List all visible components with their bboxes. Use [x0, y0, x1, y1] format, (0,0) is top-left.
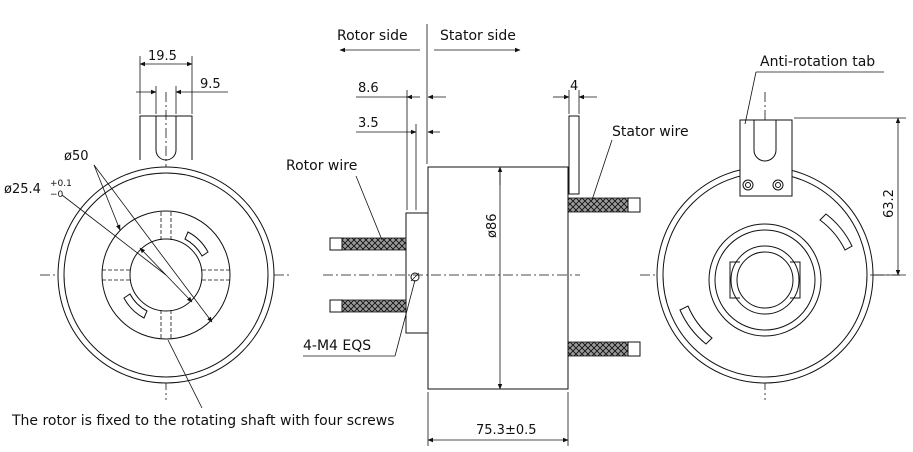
label-screws: 4-M4 EQS	[303, 338, 371, 354]
front-tab	[139, 115, 193, 161]
stator-wires	[567, 197, 641, 357]
label-stator-wire: Stator wire	[612, 124, 689, 140]
dim-rotor-offset: 3.5	[358, 116, 379, 131]
back-tab	[739, 119, 793, 197]
back-outer-ring	[656, 166, 874, 384]
dim-bore-dia: ø25.4	[4, 182, 41, 197]
back-view: 63.2 Anti-rotation tab	[640, 54, 906, 400]
label-rotor-wire: Rotor wire	[286, 158, 357, 174]
bore	[129, 238, 203, 312]
label-anti-rotation-tab: Anti-rotation tab	[760, 54, 875, 70]
dim-tab-height: 63.2	[882, 189, 897, 218]
dim-flange-thickness: 8.6	[358, 81, 379, 96]
back-slots	[679, 213, 853, 345]
note-text: The rotor is fixed to the rotating shaft…	[11, 413, 395, 429]
rotor-wires	[329, 237, 407, 313]
dim-tab-width: 19.5	[148, 49, 177, 64]
screw-holes	[102, 212, 230, 338]
front-view: 19.5 9.5 ø50 ø25.4 +0.1 −0 The rotor is …	[4, 49, 395, 429]
stator-tab-side	[568, 115, 580, 195]
dim-tab-slot: 9.5	[200, 77, 221, 92]
label-stator-side: Stator side	[440, 28, 516, 44]
dim-bore-tol-lower: −0	[50, 190, 64, 200]
dim-outer-dia: ø50	[64, 149, 89, 164]
dim-body-dia: ø86	[485, 214, 500, 239]
dim-tab-thickness: 4	[570, 79, 578, 94]
dim-body-length: 75.3±0.5	[476, 423, 537, 438]
stator-body	[427, 166, 569, 390]
label-rotor-side: Rotor side	[337, 28, 408, 44]
dim-bore-tol-upper: +0.1	[50, 179, 72, 189]
rotor-flange	[101, 210, 231, 340]
screw-slots	[123, 231, 209, 319]
side-view: Rotor side Stator side 8.6 3.5 Roto	[286, 24, 689, 446]
back-bore-outer	[708, 223, 822, 337]
